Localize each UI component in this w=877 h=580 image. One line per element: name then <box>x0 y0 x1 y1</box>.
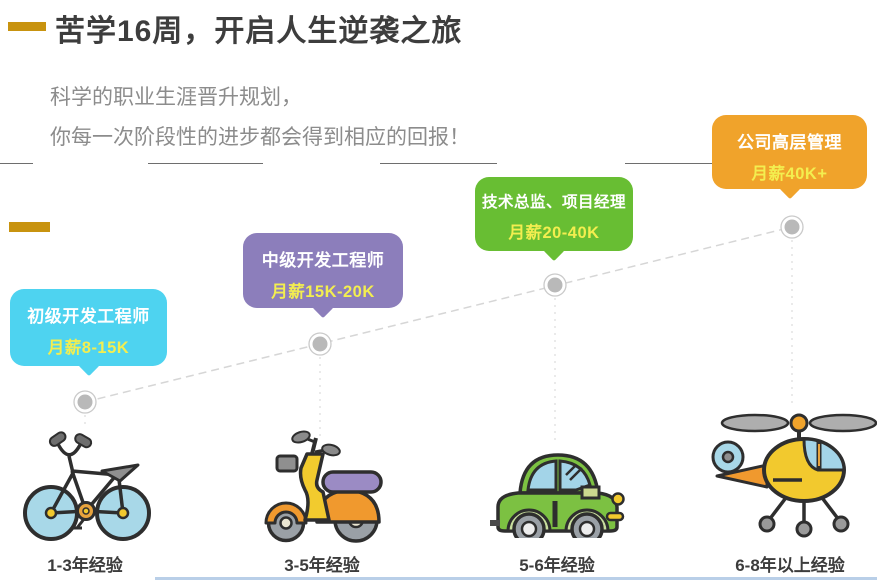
divider-segment <box>148 163 263 164</box>
stage-bubble-senior-management: 公司高层管理 月薪40K+ <box>712 115 867 200</box>
experience-label: 1-3年经验 <box>47 556 123 575</box>
stage-role: 公司高层管理 <box>737 133 842 152</box>
stage-bubble-mid-engineer: 中级开发工程师 月薪15K-20K <box>243 233 403 319</box>
stage-role: 技术总监、项目经理 <box>481 194 626 211</box>
stage-bubble-junior-engineer: 初级开发工程师 月薪8-15K <box>10 289 167 377</box>
node-marker <box>780 215 804 239</box>
bubble-tail <box>77 354 100 377</box>
subtitle-line-1: 科学的职业生涯晋升规划， <box>50 86 302 109</box>
node-marker <box>543 273 567 297</box>
stage-salary: 月薪8-15K <box>47 339 130 357</box>
bottom-border-line <box>155 577 877 580</box>
node-marker <box>308 332 332 356</box>
stage-bubble-tech-director: 技术总监、项目经理 月薪20-40K <box>475 177 633 262</box>
page-title: 苦学16周，开启人生逆袭之旅 <box>55 15 463 48</box>
section-accent-dash <box>9 222 50 232</box>
title-accent-dash <box>8 22 46 31</box>
stage-role: 中级开发工程师 <box>261 251 385 270</box>
progression-dashed-line <box>84 226 793 403</box>
node-marker <box>73 390 97 414</box>
divider-segment <box>0 163 33 164</box>
experience-label: 3-5年经验 <box>284 556 360 575</box>
subtitle: 科学的职业生涯晋升规划， 你每一次阶段性的进步都会得到相应的回报！ <box>50 78 470 158</box>
experience-label: 6-8年以上经验 <box>735 556 845 575</box>
stage-salary: 月薪20-40K <box>508 224 600 242</box>
stage-salary: 月薪40K+ <box>751 165 828 183</box>
experience-label: 5-6年经验 <box>519 556 595 575</box>
scooter-icon <box>264 430 383 543</box>
subtitle-line-2: 你每一次阶段性的进步都会得到相应的回报！ <box>50 126 470 149</box>
car-icon <box>490 453 625 538</box>
bicycle-icon <box>23 431 151 541</box>
bubble-tail <box>543 239 565 262</box>
stage-role: 初级开发工程师 <box>27 307 150 326</box>
divider-segment <box>380 163 497 164</box>
stage-salary: 月薪15K-20K <box>271 283 375 301</box>
helicopter-icon <box>711 413 877 538</box>
divider-segment <box>625 163 718 164</box>
